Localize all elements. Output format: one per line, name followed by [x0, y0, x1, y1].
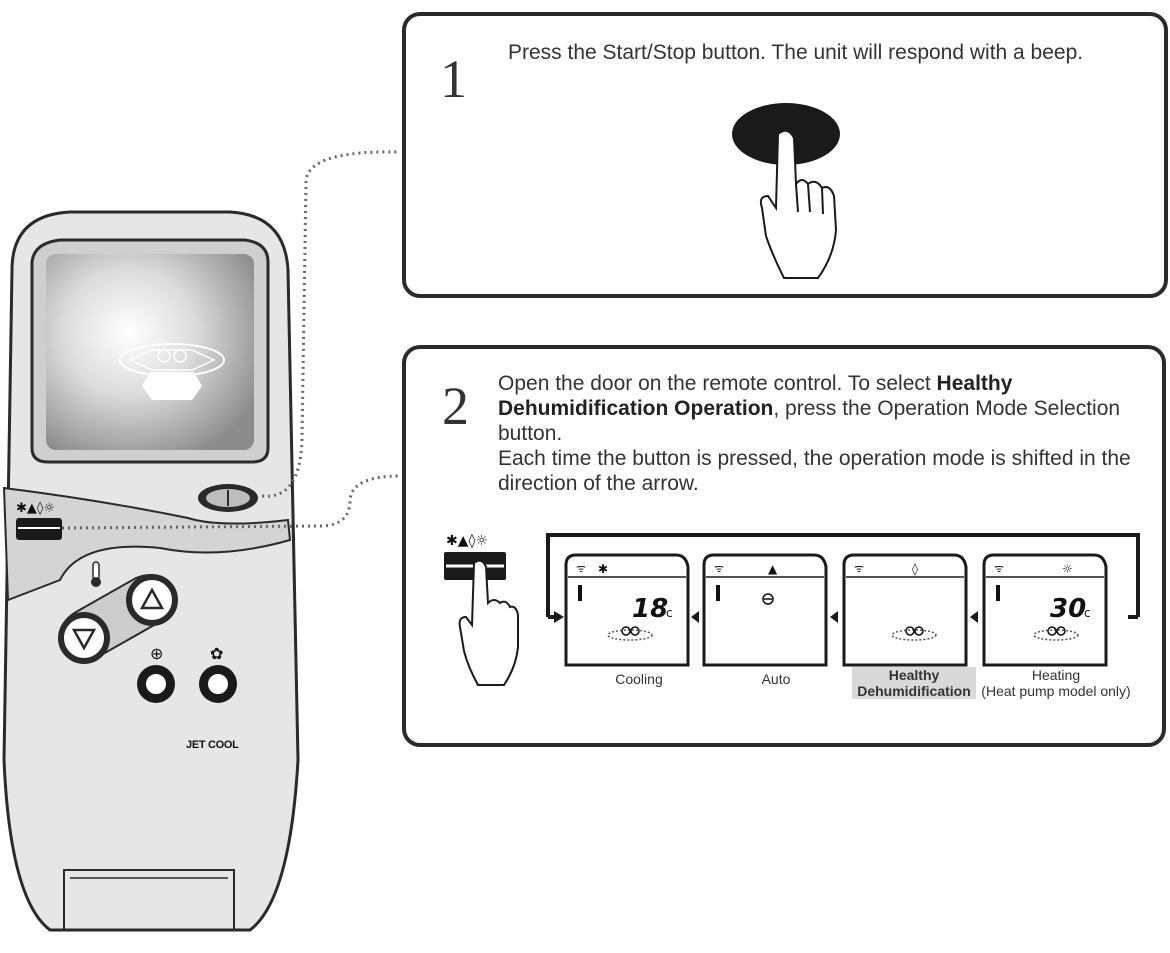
mode-icons: ✱▲◊☼	[446, 533, 488, 549]
lcd-heating: ᯤ ☼ 30 c	[982, 553, 1108, 667]
mode-label-line2: Dehumidification	[857, 683, 971, 699]
svg-text:✱: ✱	[598, 562, 608, 576]
step-2-panel: 2 Open the door on the remote control. T…	[402, 345, 1166, 747]
step-text-part2: , press the Operation Mode Selection but…	[498, 397, 1121, 445]
temp-down-button[interactable]	[58, 612, 110, 664]
step-instruction: Press the Start/Stop button. The unit wi…	[508, 41, 1084, 64]
svg-text:c: c	[1084, 606, 1091, 620]
svg-text:☼: ☼	[1062, 562, 1073, 576]
jet-cool-icon: ✿	[210, 644, 223, 663]
step-text-line2: Each time the button is pressed, the ope…	[498, 447, 1131, 495]
mode-label-line1: Healthy	[888, 667, 940, 683]
mode-cycle-diagram: ✱▲◊☼ ᯤ ✱ 18 c ᯤ ▲	[444, 533, 1140, 686]
svg-text:ᯤ: ᯤ	[576, 562, 586, 575]
step-instruction: Open the door on the remote control. To …	[498, 371, 1158, 496]
temp-up-button[interactable]	[126, 574, 178, 626]
fan-speed-icon: ⊕	[150, 644, 163, 663]
svg-text:▲: ▲	[768, 562, 778, 576]
lcd-healthy-dehumidification: ᯤ ◊	[842, 553, 968, 667]
start-stop-button[interactable]	[198, 484, 258, 512]
step-text-bold: Healthy Dehumidification Operation	[498, 372, 1013, 420]
press-button-illustration	[732, 103, 840, 279]
lcd-cooling-temp: 18	[632, 594, 668, 624]
svg-text:◊: ◊	[912, 562, 918, 576]
svg-text:ᯤ: ᯤ	[854, 562, 864, 575]
lcd-heating-temp: 30	[1050, 594, 1086, 624]
jet-cool-button[interactable]	[199, 665, 237, 703]
lcd-auto: ᯤ ▲	[702, 553, 828, 667]
mode-icons: ✱▲◊☼	[16, 501, 55, 516]
mode-label-auto: Auto	[761, 671, 791, 687]
leader-line-start-stop	[261, 150, 400, 498]
temperature-buttons	[58, 574, 178, 664]
mode-label-line2: (Heat pump model only)	[981, 683, 1131, 699]
mode-label-healthy-dehumidification: Healthy Dehumidification	[852, 667, 976, 699]
fan-speed-button[interactable]	[137, 665, 175, 703]
battery-cover	[63, 869, 235, 931]
pointing-hand-icon	[458, 559, 519, 686]
lcd-cooling: ᯤ ✱ 18 c	[564, 553, 690, 667]
step-number: 1	[440, 49, 467, 109]
mode-label-heating: Heating (Heat pump model only)	[971, 667, 1141, 699]
thermometer-icon	[91, 561, 101, 587]
svg-text:c: c	[666, 606, 673, 620]
svg-text:ᯤ: ᯤ	[994, 562, 1004, 575]
remote-control-illustration: ✱▲◊☼ ⊕ ✿	[2, 150, 400, 932]
svg-text:ᯤ: ᯤ	[714, 562, 724, 575]
mode-label-cooling: Cooling	[615, 671, 663, 687]
step-text-part1: Open the door on the remote control. To …	[498, 372, 937, 395]
step-number: 2	[442, 376, 469, 436]
cycle-arrow	[546, 533, 1140, 617]
step-1-panel: 1 Press the Start/Stop button. The unit …	[402, 12, 1168, 298]
jet-cool-label: JET COOL	[186, 739, 239, 751]
pointing-hand-icon	[759, 129, 838, 279]
fan-display-icon	[119, 343, 225, 400]
mode-label-line1: Heating	[1031, 667, 1081, 683]
